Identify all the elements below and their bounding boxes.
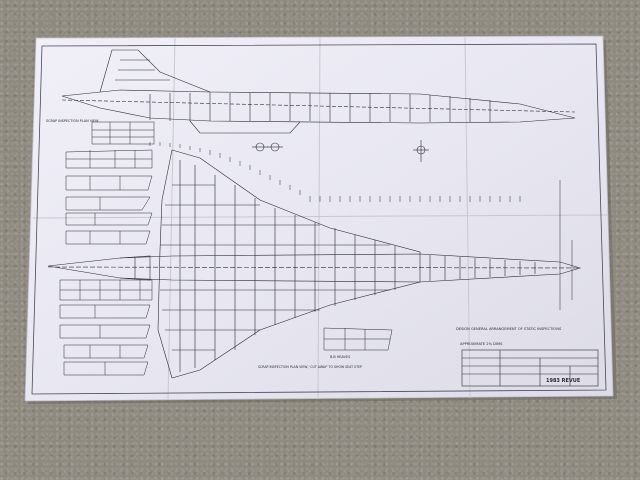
side-elevation-view: [61, 49, 576, 134]
drawing-border: [31, 43, 607, 395]
left-detail-sections: [59, 149, 153, 376]
top-view-caption: SCRAP INSPECTION PLAN VIEW: [46, 119, 99, 123]
plan-view-caption: SCRAP INSPECTION PLAN VIEW, 'CUT AWAY' T…: [258, 365, 362, 369]
upper-left-detail-box: [91, 121, 155, 145]
leading-edge-ticks: [149, 142, 521, 202]
section-caption: B-B HEAVES: [330, 355, 350, 359]
title-block-number: 1983 REVUE: [546, 378, 581, 384]
title-block: [461, 349, 599, 387]
datum-symbols: [252, 140, 429, 162]
plan-view-aircraft: [47, 149, 582, 379]
note-line-1: DESIGN GENERAL ARRANGEMENT OF STATIC INS…: [456, 327, 562, 331]
fold-lines: [32, 36, 609, 401]
note-line-2: APPROXIMATE 2% DIMS: [460, 342, 503, 346]
section-detail-box: [323, 327, 393, 351]
right-reference-line: [559, 180, 573, 310]
